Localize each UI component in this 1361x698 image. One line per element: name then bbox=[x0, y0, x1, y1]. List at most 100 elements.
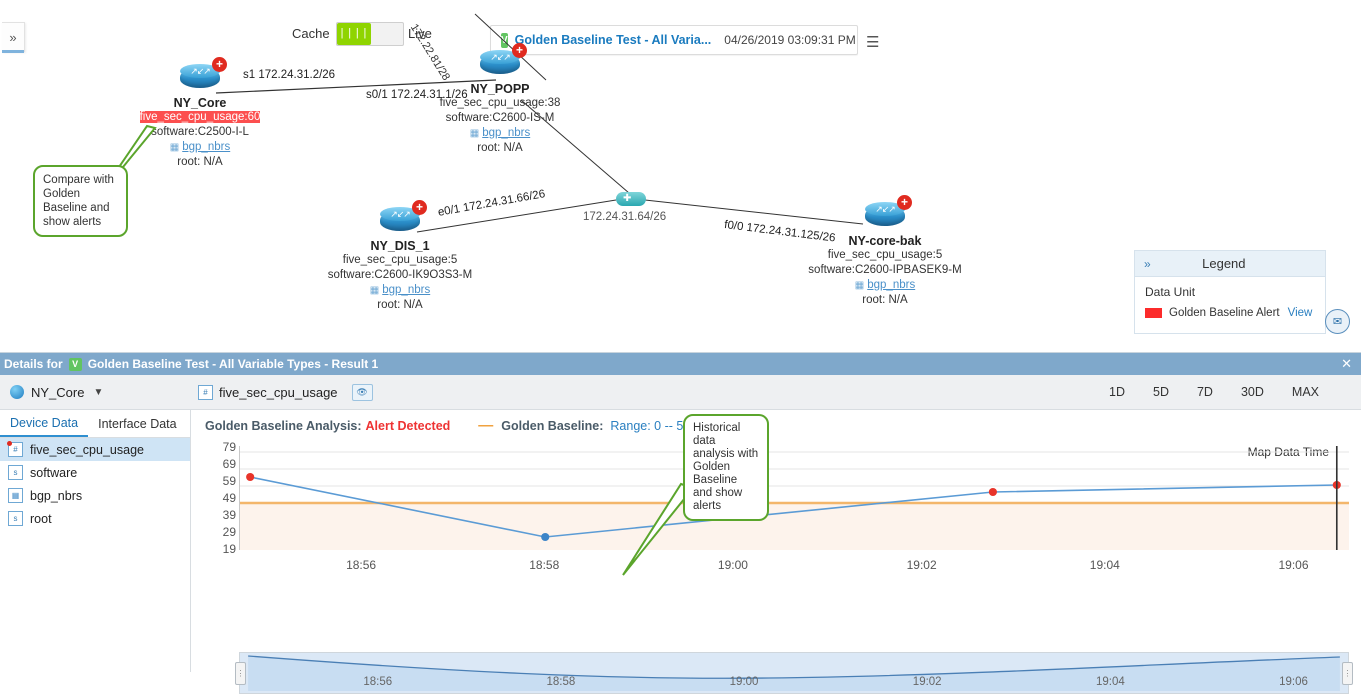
range-30d[interactable]: 30D bbox=[1240, 385, 1264, 399]
y-tick-59: 59 bbox=[222, 474, 236, 488]
table-icon: ▦ bbox=[469, 128, 480, 139]
map-node-cloud[interactable]: ✚ bbox=[616, 190, 646, 208]
map-node-ny-popp[interactable]: ↗↙↗ + NY_POPP five_sec_cpu_usage:38 soft… bbox=[400, 43, 600, 156]
node-attr-bgp[interactable]: ▦bgp_nbrs bbox=[169, 141, 231, 153]
y-tick-69: 69 bbox=[222, 457, 236, 471]
node-alert-badge-icon: + bbox=[512, 43, 527, 58]
node-attr-bgp[interactable]: ▦bgp_nbrs bbox=[469, 127, 531, 139]
node-attr-bgp[interactable]: ▦bgp_nbrs bbox=[369, 284, 431, 296]
node-name: NY-core-bak bbox=[848, 234, 922, 248]
router-icon: ↗↙↗ + bbox=[378, 200, 427, 235]
chart-y-axis: 79 69 59 49 39 29 19 bbox=[191, 440, 236, 558]
sidebar-expand-button[interactable]: » bbox=[2, 22, 25, 52]
node-attr-cpu: five_sec_cpu_usage:38 bbox=[439, 97, 561, 109]
map-node-ny-core-bak[interactable]: ↗↙↗ + NY-core-bak five_sec_cpu_usage:5 s… bbox=[785, 195, 985, 308]
chart-svg bbox=[240, 446, 1349, 550]
hamburger-icon[interactable]: ☰ bbox=[866, 34, 880, 51]
callout-chart: Historical data analysis with Golden Bas… bbox=[683, 414, 769, 521]
nav-tick-1902: 19:02 bbox=[912, 676, 942, 688]
variables-sidebar: Device Data Interface Data # five_sec_cp… bbox=[0, 410, 191, 672]
close-icon[interactable]: ✕ bbox=[1341, 356, 1352, 371]
details-toolbar: NY_Core ▼ # five_sec_cpu_usage 👁 1D 5D 7… bbox=[0, 375, 1361, 410]
node-attr-software: software:C2600-IPBASEK9-M bbox=[808, 264, 962, 276]
range-5d[interactable]: 5D bbox=[1153, 385, 1169, 399]
baseline-label: Golden Baseline: bbox=[501, 419, 604, 433]
time-range-selector[interactable]: 1D 5D 7D 30D MAX bbox=[1109, 385, 1319, 399]
navigator-handle-left[interactable]: ⋮ bbox=[235, 662, 246, 685]
node-attr-bgp[interactable]: ▦bgp_nbrs bbox=[854, 279, 916, 291]
node-attr-root: root: N/A bbox=[377, 299, 423, 311]
number-variable-icon: # bbox=[8, 442, 23, 457]
chart-navigator[interactable]: ⋮ ⋮ 18:56 18:58 19:00 19:02 19:04 19:06 bbox=[235, 652, 1353, 698]
range-max[interactable]: MAX bbox=[1291, 385, 1319, 399]
variable-label: root bbox=[30, 511, 52, 526]
legend-header[interactable]: » Legend bbox=[1135, 251, 1325, 277]
map-node-ny-core[interactable]: ↗↙↗ + NY_Core five_sec_cpu_usage:60 soft… bbox=[100, 57, 300, 170]
y-tick-79: 79 bbox=[222, 440, 236, 454]
cache-label: Cache bbox=[292, 26, 330, 41]
result-selector-chip[interactable]: V Golden Baseline Test - All Varia... 04… bbox=[490, 25, 858, 55]
node-attributes: five_sec_cpu_usage:5 software:C2600-IK9O… bbox=[300, 253, 500, 313]
range-1d[interactable]: 1D bbox=[1109, 385, 1125, 399]
tab-interface-data[interactable]: Interface Data bbox=[98, 416, 177, 431]
selected-variable-chip[interactable]: # five_sec_cpu_usage 👁 bbox=[198, 383, 373, 401]
node-attr-cpu: five_sec_cpu_usage:5 bbox=[342, 254, 458, 266]
variable-alert-dot-icon bbox=[7, 441, 12, 446]
variable-item-bgp-nbrs[interactable]: ▦ bgp_nbrs bbox=[0, 484, 190, 507]
legend-alert-label: Golden Baseline Alert bbox=[1169, 307, 1280, 319]
link-label-s01: s0/1 172.24.31.1/26 bbox=[366, 89, 468, 101]
variable-item-five-sec-cpu-usage[interactable]: # five_sec_cpu_usage bbox=[0, 438, 190, 461]
variable-item-software[interactable]: s software bbox=[0, 461, 190, 484]
tab-device-data[interactable]: Device Data bbox=[0, 410, 89, 437]
node-attr-software: software:C2600-IS-M bbox=[445, 112, 555, 124]
nav-tick-1900: 19:00 bbox=[729, 676, 759, 688]
node-attr-root: root: N/A bbox=[477, 142, 523, 154]
variable-label: software bbox=[30, 465, 78, 480]
router-arrows-icon: ↗↙↗ bbox=[490, 52, 511, 62]
chart-area: Golden Baseline Analysis: Alert Detected… bbox=[191, 410, 1361, 694]
network-map-canvas[interactable]: » Cache |||| Live 172.22.81/28 V Golden … bbox=[0, 0, 1361, 352]
chart-plot-wrapper: 79 69 59 49 39 29 19 Map Data Time bbox=[191, 440, 1361, 575]
details-header-prefix: Details for bbox=[4, 357, 63, 371]
x-tick-1900: 19:00 bbox=[717, 558, 748, 572]
analysis-label: Golden Baseline Analysis: bbox=[205, 419, 362, 433]
variable-label: five_sec_cpu_usage bbox=[30, 442, 144, 457]
chevron-double-right-icon[interactable]: » bbox=[1144, 256, 1151, 271]
legend-panel[interactable]: » Legend Data Unit Golden Baseline Alert… bbox=[1134, 250, 1326, 334]
device-selector[interactable]: NY_Core ▼ bbox=[10, 385, 103, 400]
x-tick-1856: 18:56 bbox=[346, 558, 377, 572]
legend-view-link[interactable]: View bbox=[1287, 307, 1313, 319]
cache-live-toggle[interactable]: |||| bbox=[336, 22, 404, 46]
chevron-down-icon[interactable]: ▼ bbox=[93, 386, 104, 398]
details-header: Details for V Golden Baseline Test - All… bbox=[0, 353, 1361, 375]
variable-item-root[interactable]: s root bbox=[0, 507, 190, 530]
map-node-ny-dis-1[interactable]: ↗↙↗ + NY_DIS_1 five_sec_cpu_usage:5 soft… bbox=[300, 200, 500, 313]
y-tick-39: 39 bbox=[222, 508, 236, 522]
router-arrows-icon: ↗↙↗ bbox=[190, 66, 211, 76]
details-header-title: Golden Baseline Test - All Variable Type… bbox=[87, 357, 379, 371]
result-title[interactable]: Golden Baseline Test - All Varia... bbox=[514, 33, 712, 47]
data-point-alert-2 bbox=[988, 488, 997, 496]
node-alert-badge-icon: + bbox=[897, 195, 912, 210]
chart-header: Golden Baseline Analysis: Alert Detected… bbox=[191, 410, 1361, 433]
toggle-grip-icon: |||| bbox=[338, 28, 370, 40]
eye-icon[interactable]: 👁 bbox=[351, 383, 373, 401]
chart-plot-area[interactable]: Map Data Time bbox=[239, 445, 1349, 550]
node-name: NY_Core bbox=[173, 96, 227, 110]
navigator-track[interactable] bbox=[239, 652, 1349, 694]
navigator-handle-right[interactable]: ⋮ bbox=[1342, 662, 1353, 685]
selected-variable-label: five_sec_cpu_usage bbox=[219, 384, 338, 400]
nav-tick-1856: 18:56 bbox=[363, 676, 393, 688]
node-attributes: five_sec_cpu_usage:5 software:C2600-IPBA… bbox=[785, 248, 985, 308]
node-attributes: five_sec_cpu_usage:60 software:C2500-I-L… bbox=[100, 110, 300, 170]
range-7d[interactable]: 7D bbox=[1196, 385, 1213, 399]
data-tabs[interactable]: Device Data Interface Data bbox=[0, 410, 190, 438]
details-type-badge: V bbox=[68, 357, 82, 371]
envelope-icon[interactable]: ✉ bbox=[1325, 309, 1350, 334]
node-name: NY_POPP bbox=[470, 82, 530, 96]
live-label: Live bbox=[408, 26, 432, 41]
router-icon: ↗↙↗ + bbox=[863, 195, 912, 230]
cloud-glyph-icon: ✚ bbox=[623, 193, 632, 204]
legend-title: Legend bbox=[1202, 256, 1246, 271]
cloud-shape bbox=[616, 192, 646, 206]
